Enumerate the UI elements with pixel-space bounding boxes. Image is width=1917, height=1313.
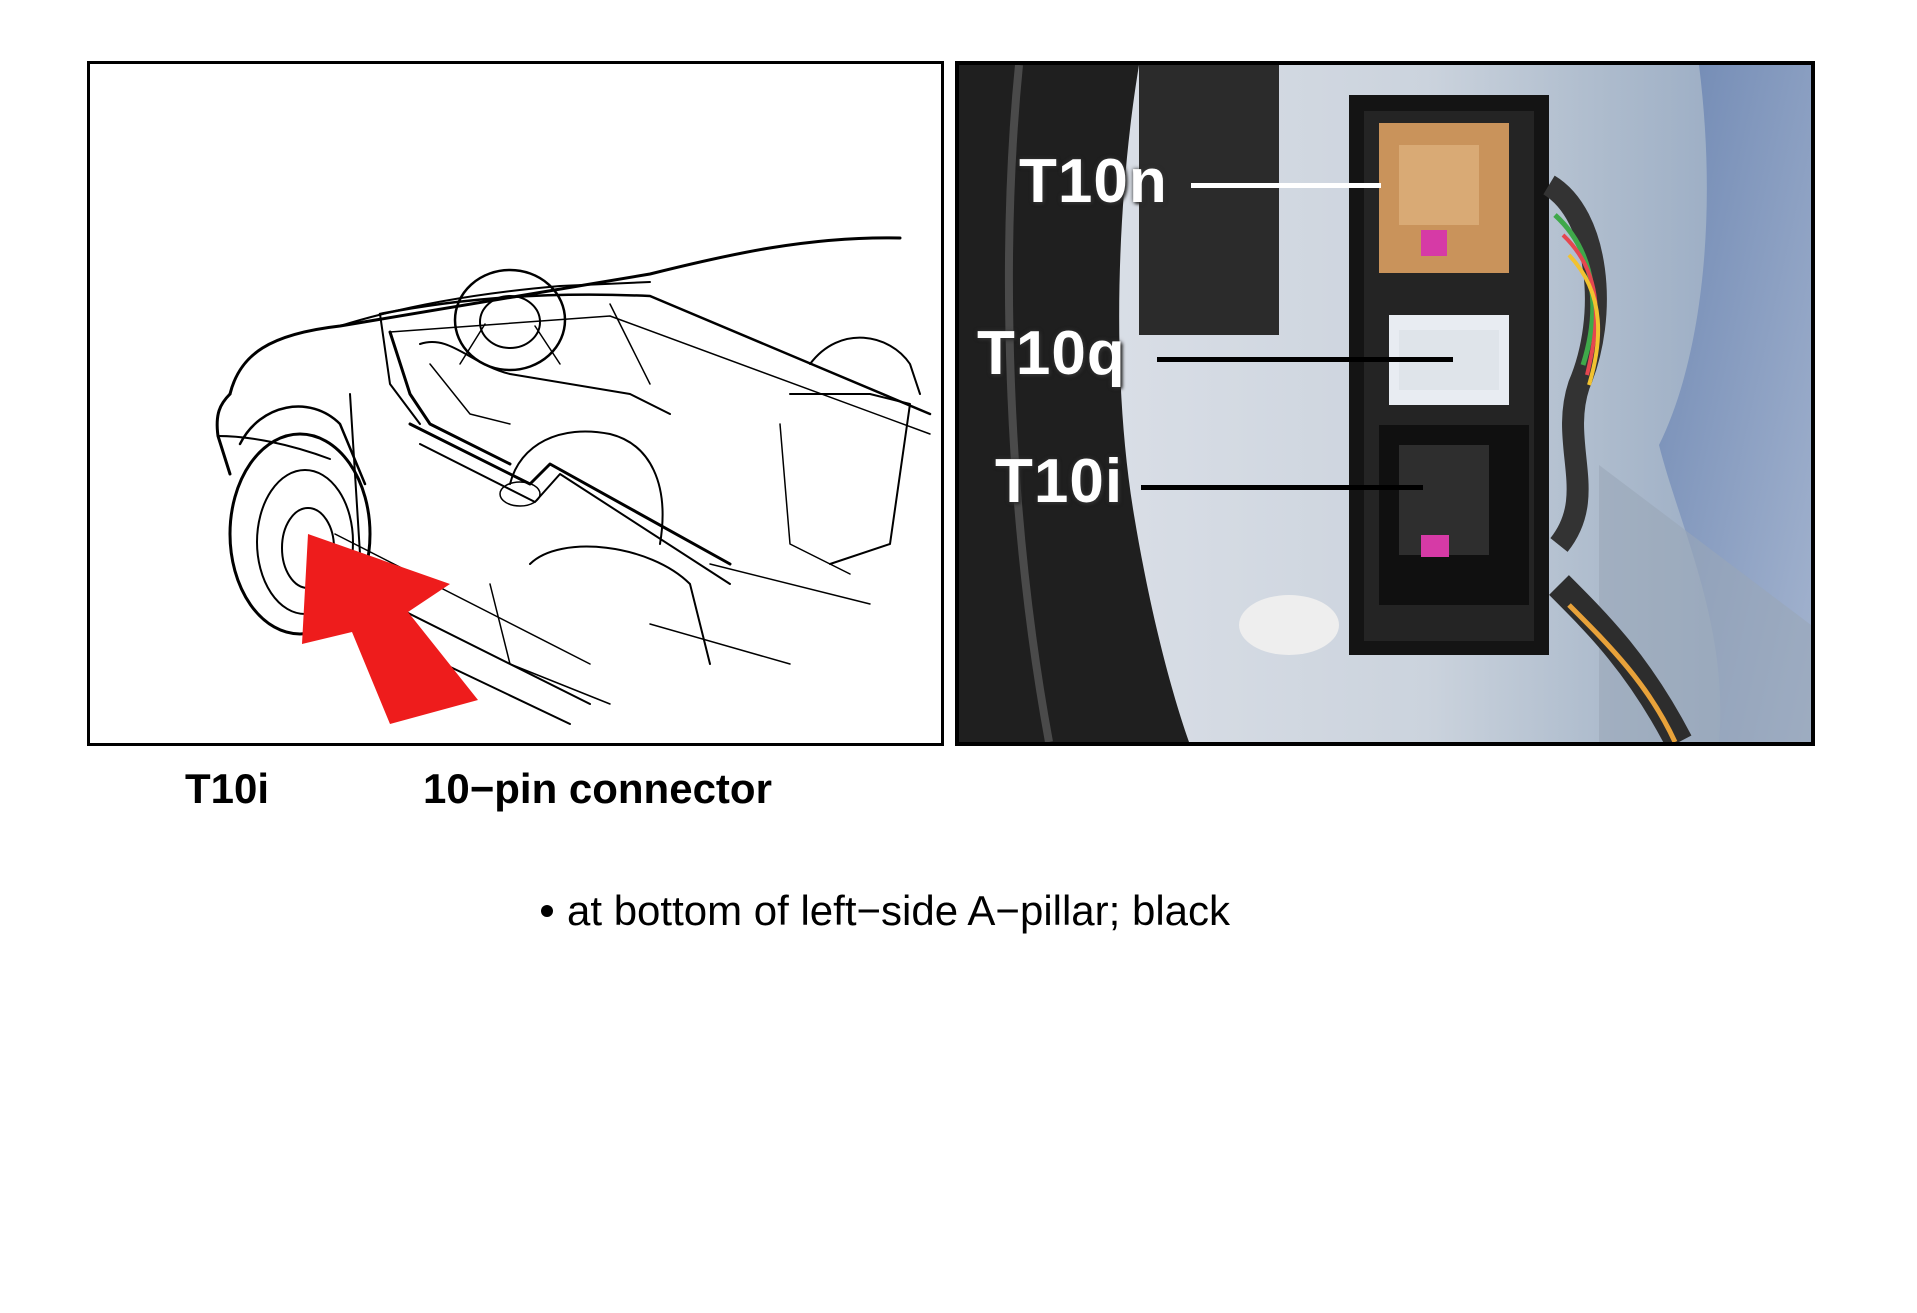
- label-t10n: T10n: [1019, 147, 1168, 216]
- car-interior-drawing: [87, 61, 944, 746]
- red-arrow-icon: [302, 534, 478, 724]
- bullet-icon: [541, 905, 553, 917]
- leader-line-t10i: [1141, 485, 1423, 490]
- leader-line-t10n: [1191, 183, 1381, 188]
- location-note: at bottom of left−side A−pillar; black: [541, 890, 1230, 932]
- label-t10i: T10i: [995, 447, 1124, 516]
- connector-photo: T10n T10q T10i: [955, 61, 1815, 746]
- location-note-text: at bottom of left−side A−pillar; black: [567, 887, 1231, 934]
- label-t10q: T10q: [977, 319, 1126, 388]
- connector-id: T10i: [185, 765, 270, 812]
- connector-description: 10−pin connector: [423, 765, 772, 812]
- leader-line-t10q: [1157, 357, 1453, 362]
- connector-photo-scene: [959, 65, 1811, 742]
